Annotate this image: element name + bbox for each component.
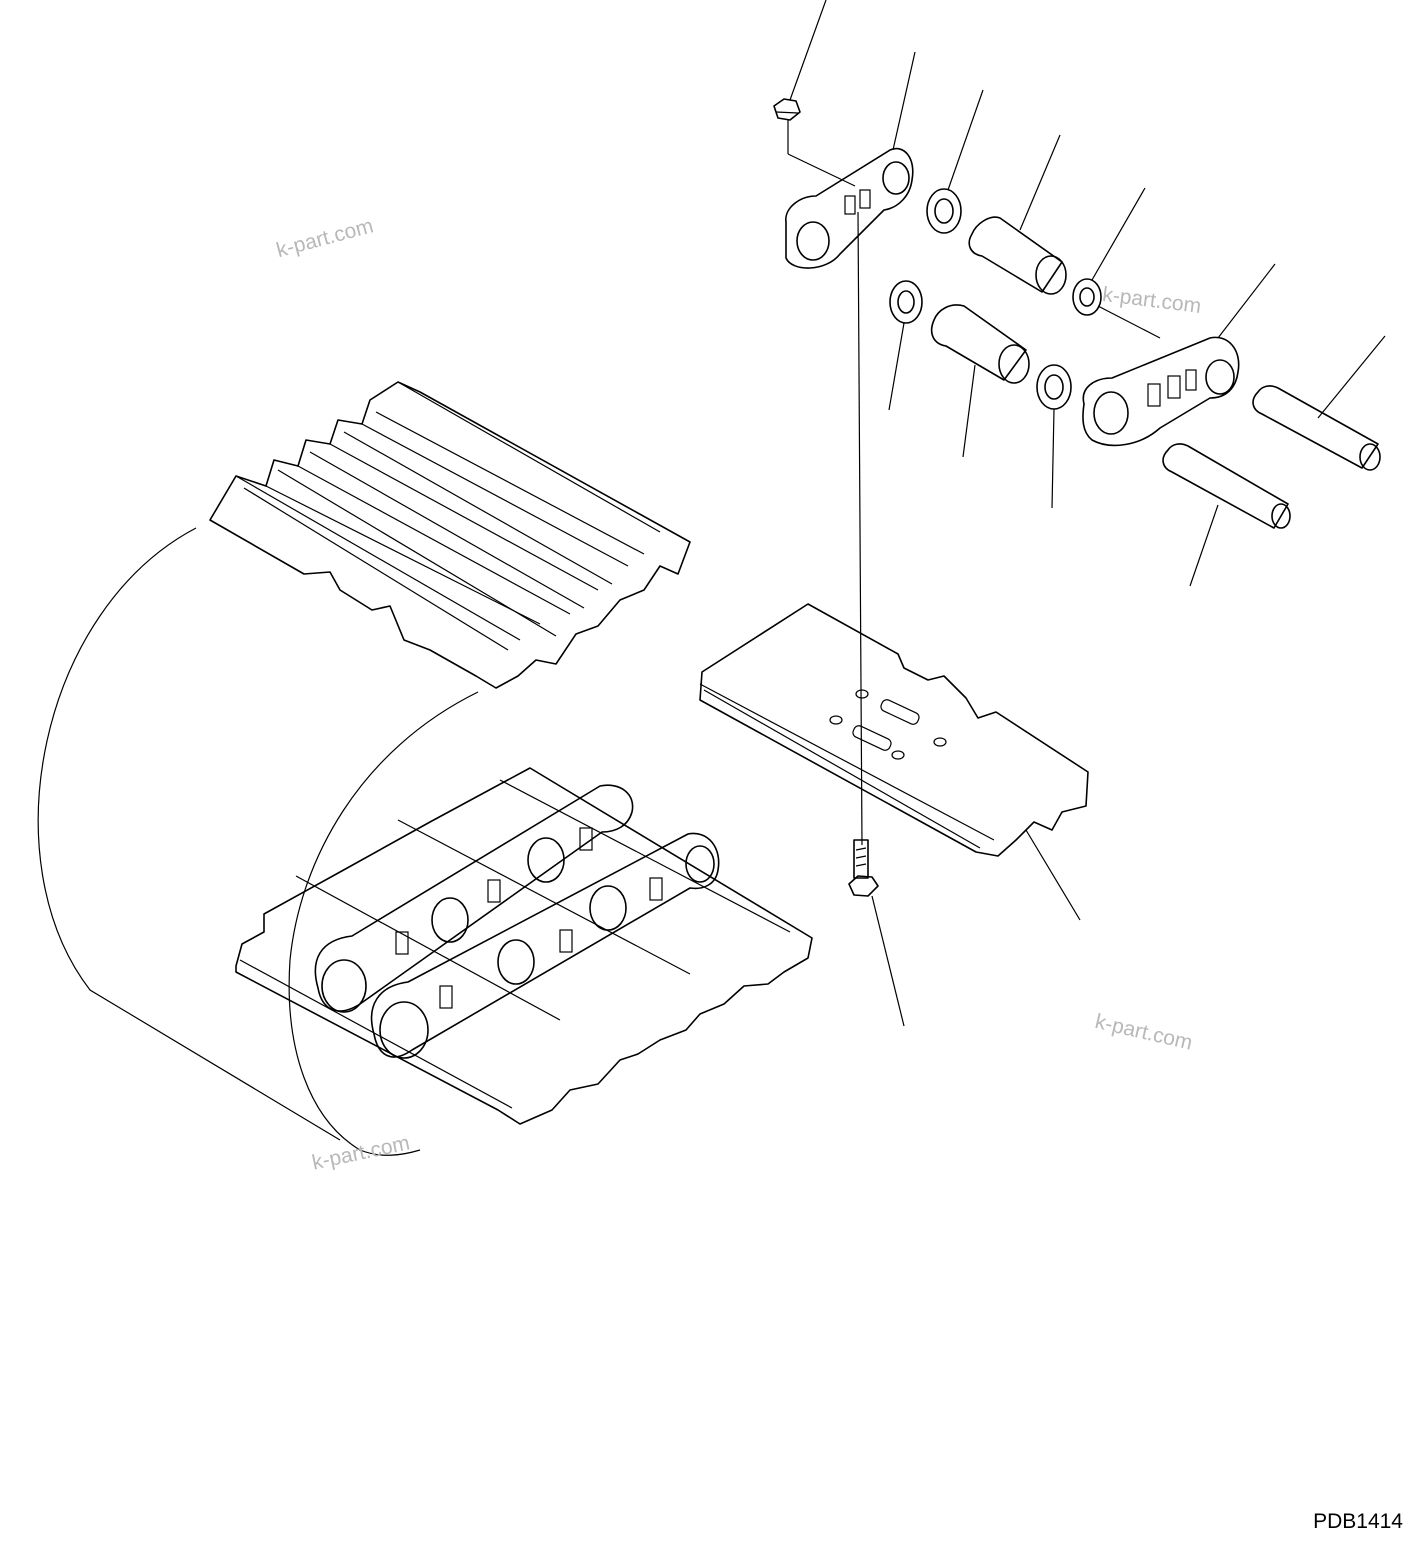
leader-seal-lower — [888, 322, 905, 411]
leader-link-right — [1217, 263, 1276, 339]
leader-pin-upper — [1317, 335, 1386, 419]
leader-seal-upper — [947, 89, 984, 191]
track-outline-curve — [37, 527, 479, 1156]
seal-lower-part — [889, 280, 923, 324]
drawing-code-label: PDB1414 — [1313, 1510, 1403, 1533]
track-shoe-part — [699, 603, 1089, 857]
pin-upper-part — [1252, 385, 1381, 471]
leader-bolt — [871, 895, 905, 1027]
track-link-assembly — [235, 767, 813, 1125]
seal-middle-part — [1036, 364, 1072, 410]
seal-upper-part — [926, 188, 962, 234]
bolt-part — [848, 839, 879, 897]
link-upper-part — [785, 147, 914, 269]
leader-seal-middle — [1051, 408, 1055, 509]
leader-bushing-upper — [1019, 134, 1061, 231]
seal-right-part — [1072, 278, 1102, 316]
leader-track-shoe — [1025, 829, 1081, 921]
nut-part — [773, 98, 801, 154]
leader-nut — [789, 0, 827, 101]
leader-link-upper — [892, 51, 916, 151]
leader-bushing-lower — [962, 364, 976, 458]
leader-seal-right — [1091, 187, 1161, 339]
bolt-axis-line — [857, 211, 863, 846]
track-shoe-detail — [209, 381, 691, 689]
pin-lower-part — [1162, 443, 1291, 529]
link-right-part — [1082, 336, 1240, 447]
bushing-lower-part — [930, 304, 1030, 384]
leader-pin-lower — [1189, 504, 1219, 587]
bushing-upper-part — [968, 216, 1067, 295]
